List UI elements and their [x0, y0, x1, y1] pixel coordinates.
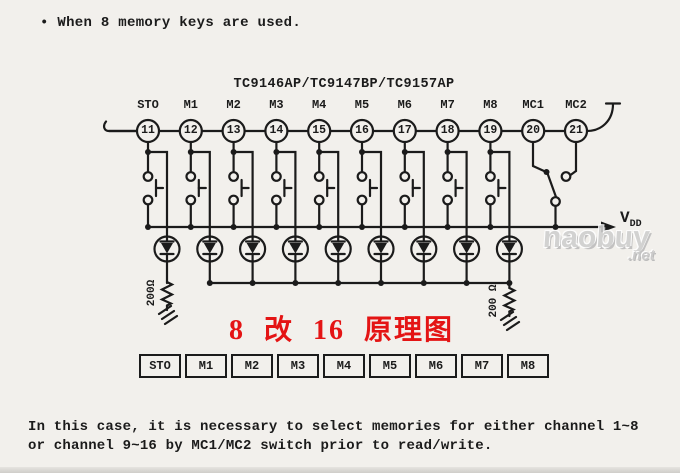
pin-name-m2: M2 — [226, 98, 241, 112]
pin-name-m5: M5 — [354, 98, 370, 112]
pin-number-16: 16 — [355, 124, 369, 137]
watermark-suffix: .net — [628, 247, 655, 264]
pin-number-13: 13 — [226, 124, 241, 137]
keycap-m5: M5 — [369, 354, 411, 378]
pin-name-mc2: MC2 — [565, 98, 587, 112]
keycap-sto: STO — [139, 354, 181, 378]
pin-name-m6: M6 — [397, 98, 412, 112]
top-note: • When 8 memory keys are used. — [40, 15, 302, 31]
mc-selector-switch — [531, 140, 578, 230]
vdd-base: V — [620, 209, 630, 227]
resistor-left-label: 200Ω — [146, 279, 158, 307]
resistor-right — [499, 281, 521, 332]
chip-title: TC9146AP/TC9147BP/TC9157AP — [233, 77, 455, 92]
keycap-m8: M8 — [507, 354, 549, 378]
vdd-subscript: DD — [629, 219, 642, 231]
footer-text-line2: or channel 9~16 by MC1/MC2 switch prior … — [28, 438, 493, 454]
pin-name-mc1: MC1 — [522, 98, 544, 112]
diode-bus — [206, 280, 513, 286]
key-cells — [142, 140, 524, 285]
pin-circles — [135, 118, 589, 144]
pin-number-20: 20 — [526, 124, 541, 137]
keycap-m4: M4 — [323, 354, 365, 378]
vdd-label: VDD — [620, 209, 642, 230]
pin-name-m3: M3 — [269, 98, 284, 112]
resistor-right-label: 200 Ω — [488, 284, 500, 318]
pin-number-11: 11 — [141, 124, 155, 137]
keycap-m6: M6 — [415, 354, 457, 378]
pin-number-19: 19 — [483, 124, 498, 137]
pin-number-18: 18 — [440, 124, 455, 137]
pin-number-14: 14 — [269, 124, 284, 137]
pin-name-m7: M7 — [440, 98, 455, 112]
vdd-bus — [146, 221, 616, 233]
pin-number-17: 17 — [397, 124, 412, 137]
footer-text-line1: In this case, it is necessary to select … — [28, 419, 639, 435]
pin-name-m8: M8 — [483, 98, 498, 112]
keycap-m3: M3 — [277, 354, 319, 378]
pin-number-12: 12 — [183, 124, 198, 137]
keycap-m7: M7 — [461, 354, 503, 378]
red-annotation-title: 8 改 16 原理图 — [229, 315, 455, 346]
keycap-m1: M1 — [185, 354, 227, 378]
pin-name-sto: STO — [137, 98, 159, 112]
pin-number-21: 21 — [569, 124, 583, 137]
pin-name-m1: M1 — [183, 98, 198, 112]
resistor-left — [157, 280, 179, 326]
pin-number-15: 15 — [312, 124, 327, 137]
keycap-m2: M2 — [231, 354, 273, 378]
pin-name-m4: M4 — [311, 98, 327, 112]
